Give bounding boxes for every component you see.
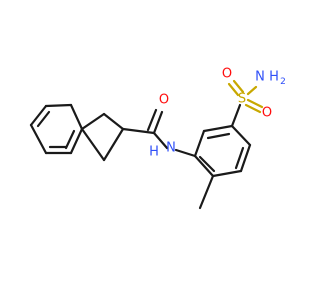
bond [69,103,84,131]
bond [80,112,106,131]
sulfonamide-group [227,79,264,128]
amide-group [121,108,169,150]
aromatic-bond [64,129,76,150]
amide-hydrogen-label: H [149,145,159,160]
molecule-structure-diagram: O N H S O O N H 2 [29,67,286,210]
amide-nitrogen-label: N [166,141,176,156]
aromatic-bond [234,146,245,170]
bond [202,124,234,133]
bond [29,123,48,155]
carbonyl-oxygen-label: O [159,93,169,108]
bond [80,127,106,162]
sulfur-oxygen-bond [246,98,264,109]
sulfonyl-oxygen-right-label: O [262,106,272,121]
bond [230,103,242,128]
bond [230,124,252,147]
sulfonyl-oxygen-top-label: O [222,67,232,82]
bond [174,148,197,158]
sulfur-oxygen-bond [244,103,262,114]
bond [193,154,215,178]
aromatic-bond [206,132,231,140]
aromatic-bond [36,110,51,128]
sulfonamide-hydrogen-label: H [269,70,279,85]
bond [44,103,73,108]
bond [29,104,48,127]
aromatic-bond [198,155,216,173]
bond [121,127,156,135]
methyl-bond [198,174,215,210]
indane-benzene-ring [29,103,84,155]
sulfur-label: S [238,92,246,107]
indane-cyclopentane-ring [80,112,125,162]
bond [102,112,125,131]
bond [102,127,125,162]
sulfur-nitrogen-bond [246,85,258,96]
sulfur-oxygen-bond [232,79,245,94]
bond [239,143,252,173]
bond [193,129,206,158]
carbonyl-bond [146,108,158,132]
bond [69,127,84,155]
sulfonamide-nitrogen-label: N [255,70,265,85]
sulfur-oxygen-bond [227,82,240,97]
bond [211,169,243,178]
sulfonamide-hydrogen-count: 2 [280,77,286,87]
bond [152,131,169,150]
phenyl-ring [193,124,252,178]
carbonyl-bond [152,110,164,135]
